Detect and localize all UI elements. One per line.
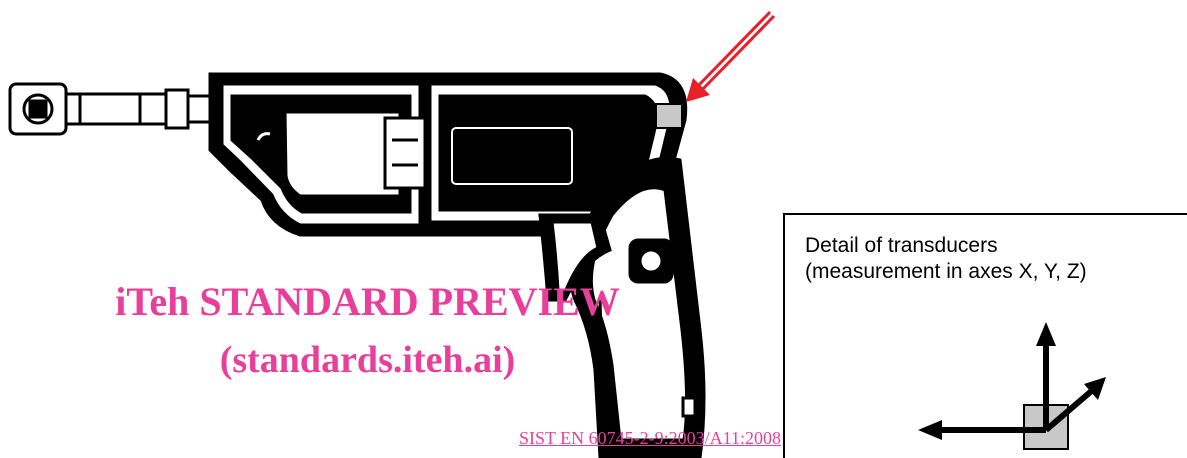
detail-title: Detail of transducers xyxy=(805,234,998,257)
pointer-arrow-icon xyxy=(686,10,776,102)
drill-handle xyxy=(538,156,706,458)
transducer-detail-panel: Detail of transducers (measurement in ax… xyxy=(783,213,1187,458)
detail-subtitle: (measurement in axes X, Y, Z) xyxy=(805,260,1087,283)
drill-chuck xyxy=(8,82,212,136)
transducer-block xyxy=(655,103,683,129)
watermark-standard-link[interactable]: SIST EN 60745-2-9:2003/A11:2008 xyxy=(519,428,782,448)
drill-body xyxy=(208,72,688,237)
xyz-axes-icon xyxy=(918,322,1106,450)
watermark-line-1: iTeh STANDARD PREVIEW xyxy=(115,279,620,324)
watermark-line-2: (standards.iteh.ai) xyxy=(219,339,516,381)
